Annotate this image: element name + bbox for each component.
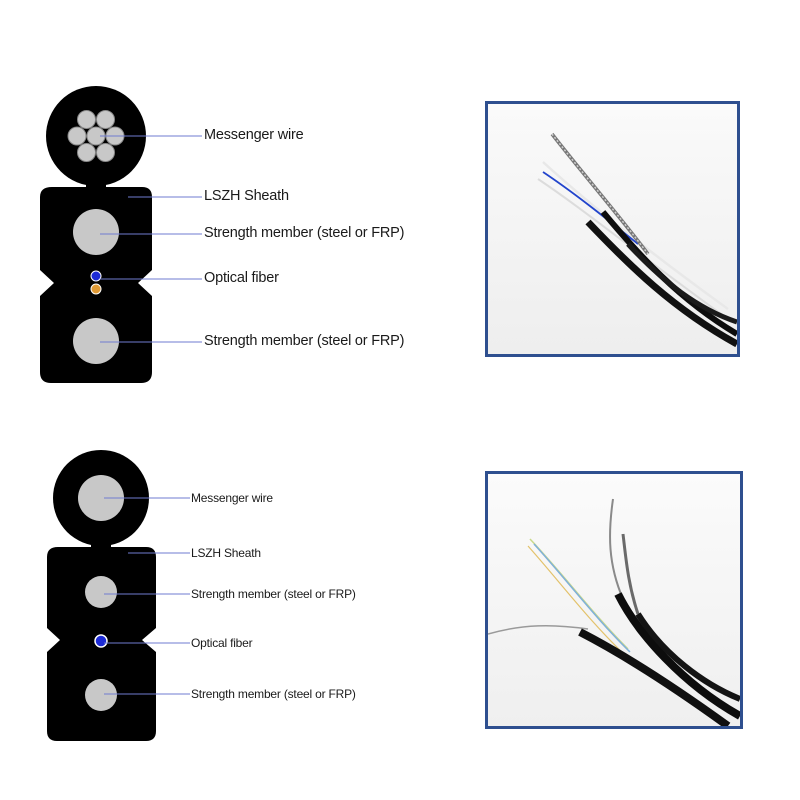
leader-lines — [104, 497, 190, 695]
label-lszh-sheath: LSZH Sheath — [191, 546, 261, 560]
leader-lines — [100, 135, 202, 343]
label-lszh-sheath: LSZH Sheath — [204, 188, 289, 204]
optical-fiber-orange — [90, 283, 102, 295]
cable-diagram-solid: Messenger wire LSZH Sheath Strength memb… — [0, 400, 470, 800]
strength-member-top — [85, 576, 117, 608]
cable-photo-illustration — [488, 104, 737, 354]
label-strength-member-bottom: Strength member (steel or FRP) — [204, 333, 405, 349]
label-strength-member-top: Strength member (steel or FRP) — [191, 587, 356, 601]
strength-member-top — [73, 209, 119, 255]
label-strength-member-top: Strength member (steel or FRP) — [204, 225, 405, 241]
label-strength-member-bottom: Strength member (steel or FRP) — [191, 687, 356, 701]
cable-cross-section — [47, 450, 190, 741]
label-optical-fiber: Optical fiber — [191, 636, 253, 650]
solid-messenger-wire — [78, 475, 124, 521]
cable-photo-stranded — [485, 101, 740, 357]
optical-fiber-blue — [94, 634, 108, 648]
optical-fiber-blue — [90, 270, 102, 282]
stranded-messenger-wires — [67, 110, 125, 162]
cable-photo-solid — [485, 471, 743, 729]
label-messenger-wire: Messenger wire — [191, 491, 273, 505]
strength-member-bottom — [73, 318, 119, 364]
strength-member-bottom — [85, 679, 117, 711]
label-messenger-wire: Messenger wire — [204, 127, 304, 143]
cable-photo-illustration — [488, 474, 740, 726]
cable-cross-section — [40, 86, 202, 383]
label-optical-fiber: Optical fiber — [204, 270, 279, 286]
cable-diagram-stranded: Messenger wire LSZH Sheath Strength memb… — [0, 0, 470, 400]
